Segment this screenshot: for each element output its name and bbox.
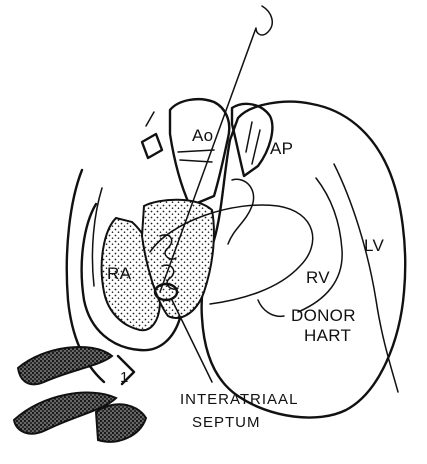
- atrial-suture: [228, 179, 254, 244]
- label-ra: RA: [107, 264, 132, 283]
- pulmonary-artery: [232, 104, 272, 176]
- clamp-tissue: [96, 404, 146, 441]
- label-rv: RV: [306, 268, 330, 287]
- label-ap: AP: [270, 139, 293, 158]
- aorta-clamp: [142, 134, 162, 158]
- ventricle-contour: [298, 178, 342, 312]
- recipient-vessel-inner: [92, 188, 102, 286]
- caval-clamp-upper: [18, 347, 112, 384]
- pa-clamp: [246, 122, 260, 164]
- rv-curve: [258, 300, 284, 316]
- label-lv: LV: [364, 236, 384, 255]
- clamp-mark: 1: [120, 369, 129, 386]
- label-hart: HART: [304, 326, 351, 345]
- label-ao: Ao: [192, 126, 213, 145]
- label-donor: DONOR: [291, 306, 356, 325]
- label-septum: SEPTUM: [192, 414, 261, 431]
- donor-heart-outline: [202, 102, 406, 418]
- clamp-handle: [146, 112, 154, 126]
- interventricular-groove: [334, 164, 398, 392]
- label-interatriaal: INTERATRIAAL: [180, 391, 298, 408]
